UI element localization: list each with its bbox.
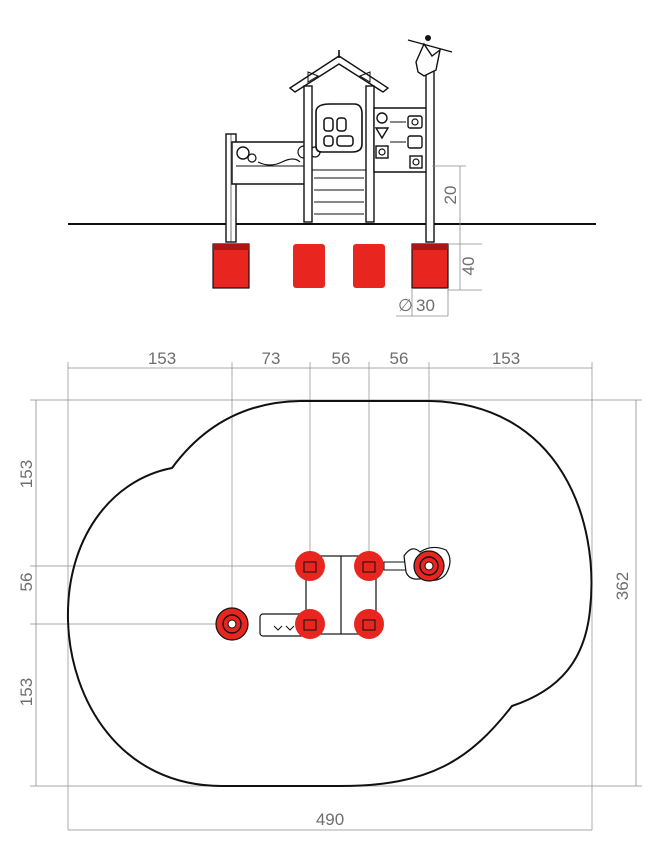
plan-view: 153 73 56 56 153 153 56 153 362 490: [17, 349, 642, 831]
elevation-view: 20 40 ∅ 30: [68, 35, 596, 317]
plan-dimension-texts: 153 73 56 56 153 153 56 153 362 490: [17, 349, 632, 829]
footing-4: [411, 243, 449, 289]
plan-post-left: [215, 607, 249, 641]
dim-top-2: 73: [262, 349, 281, 368]
central-tower: [288, 50, 390, 223]
weathervane-icon: [407, 39, 453, 77]
right-activity-panel: [373, 107, 431, 173]
triangle-icon: [374, 127, 390, 140]
dim-top-5: 153: [492, 349, 520, 368]
dim-total-width: 490: [316, 810, 344, 829]
right-post: [407, 35, 453, 243]
dim-footing-diameter-symbol: ∅: [398, 296, 413, 315]
plan-post-tower-fr: [354, 551, 384, 581]
dim-footing-depth: 40: [459, 257, 478, 276]
dim-left-3: 153: [17, 678, 36, 706]
footings: [212, 243, 449, 289]
footing-2: [293, 244, 325, 288]
dim-top-3: 56: [332, 349, 351, 368]
window-pane-icon: [323, 117, 334, 132]
dim-top-4: 56: [390, 349, 409, 368]
footing-3: [353, 244, 385, 288]
dim-height-above-ground: 20: [441, 186, 460, 205]
dim-left-2: 56: [17, 573, 36, 592]
safety-zone-outline: [66, 400, 593, 787]
left-post: [225, 133, 237, 243]
gear-icon: [376, 112, 388, 124]
plan-post-right: [413, 550, 445, 582]
plan-post-tower-br: [354, 609, 384, 639]
equipment-footprint: [215, 546, 451, 641]
dim-total-height: 362: [613, 572, 632, 600]
plan-post-tower-bl: [295, 609, 325, 639]
tower-steps: [314, 177, 364, 215]
dim-footing-diameter: 30: [416, 296, 435, 315]
plan-post-tower-fl: [295, 551, 325, 581]
footing-1: [212, 243, 250, 289]
elevation-dimensions: 20 40 ∅ 30: [396, 165, 482, 317]
dim-left-1: 153: [17, 460, 36, 488]
gear-wheel-icon: [236, 146, 250, 160]
dim-top-1: 153: [148, 349, 176, 368]
